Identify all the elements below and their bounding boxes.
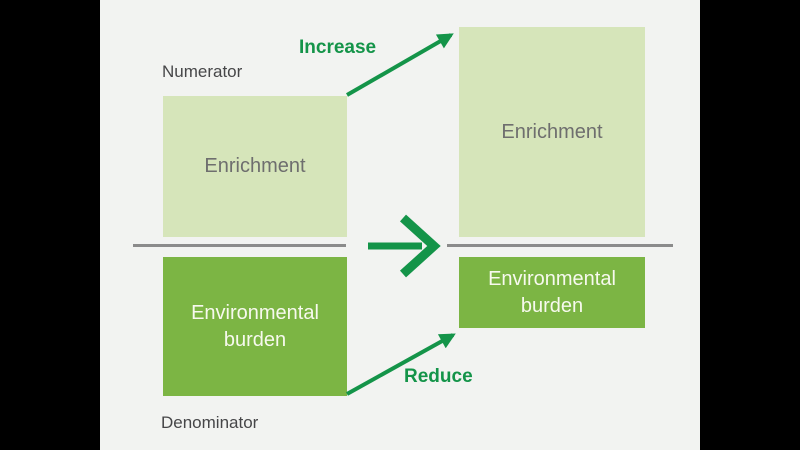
enrichment-box-after-label: Enrichment	[501, 120, 603, 143]
letterbox-right	[700, 0, 800, 450]
enrichment-box-after: Enrichment	[459, 27, 645, 237]
environmental-burden-after-line1: Environmental	[488, 267, 616, 290]
fraction-bar-before	[133, 244, 346, 247]
reduce-label: Reduce	[404, 366, 473, 387]
numerator-label: Numerator	[162, 62, 243, 81]
transform-arrow	[368, 214, 441, 278]
environmental-burden-before-line2: burden	[223, 328, 287, 351]
increase-label: Increase	[299, 37, 377, 58]
environmental-burden-before-line1: Environmental	[191, 301, 319, 324]
denominator-label: Denominator	[161, 413, 259, 432]
environmental-burden-box-after: Environmental burden	[459, 257, 645, 328]
enrichment-box-before: Enrichment	[163, 96, 347, 237]
environmental-burden-after-line2: burden	[520, 294, 584, 317]
environmental-burden-box-before: Environmental burden	[163, 257, 347, 396]
diagram-canvas: Numerator Enrichment Environmental burde…	[100, 0, 700, 450]
fraction-bar-after	[447, 244, 673, 247]
enrichment-box-before-label: Enrichment	[204, 155, 306, 177]
letterbox-left	[0, 0, 100, 450]
